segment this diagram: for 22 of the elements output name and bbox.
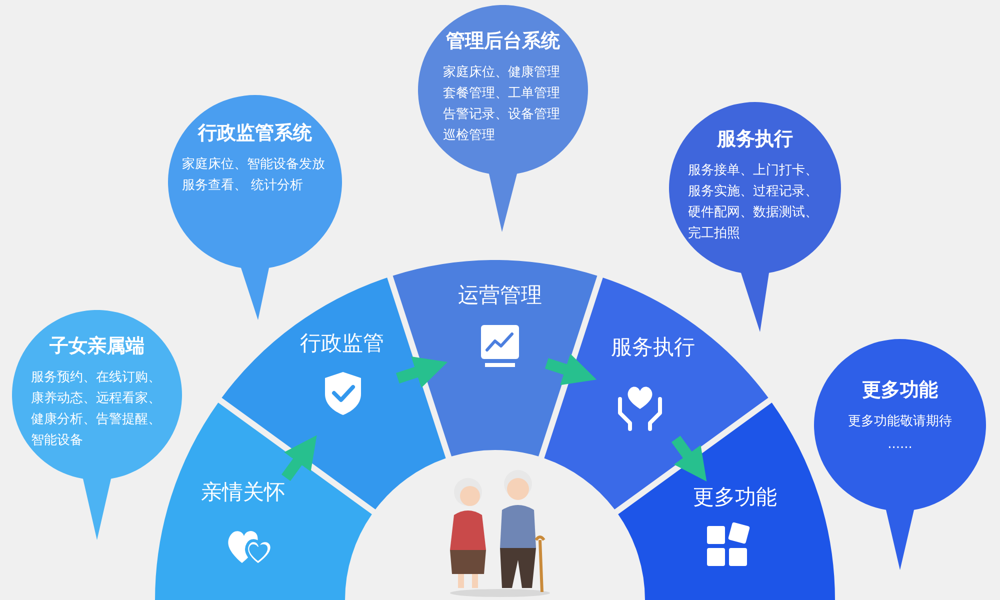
arrow: [544, 354, 597, 386]
segment-title: 运营管理: [458, 282, 542, 309]
bubble-text: 家庭床位、健康管理套餐管理、工单管理告警记录、设备管理巡检管理: [443, 64, 561, 145]
bubble-title: 更多功能: [861, 378, 939, 403]
arrow: [671, 436, 707, 482]
arrow: [396, 356, 448, 388]
ring-segment: [155, 400, 374, 600]
segment-title: 行政监管: [300, 330, 384, 357]
segment-title: 亲情关怀: [201, 479, 285, 506]
arrow: [281, 435, 317, 481]
ellipsis-text: ......: [886, 436, 914, 454]
bubble-text: 家庭床位、智能设备发放服务查看、 统计分析: [182, 156, 326, 195]
segment-title: 服务执行: [611, 334, 695, 361]
segment-title: 更多功能: [693, 484, 777, 511]
bubble-title: 行政监管系统: [196, 121, 313, 146]
bubble-text: 服务接单、上门打卡、服务实施、过程记录、硬件配网、数据测试、完工拍照: [688, 162, 819, 243]
bubble-text: 服务预约、在线订购、康养动态、远程看家、健康分析、告警提醒、智能设备: [31, 369, 162, 450]
ring-segment: [616, 400, 835, 600]
bubble-title: 管理后台系统: [445, 29, 561, 54]
bubble-title: 服务执行: [716, 127, 794, 152]
bubble-title: 子女亲属端: [48, 334, 146, 359]
bubble-text: 更多功能敬请期待: [847, 413, 953, 431]
